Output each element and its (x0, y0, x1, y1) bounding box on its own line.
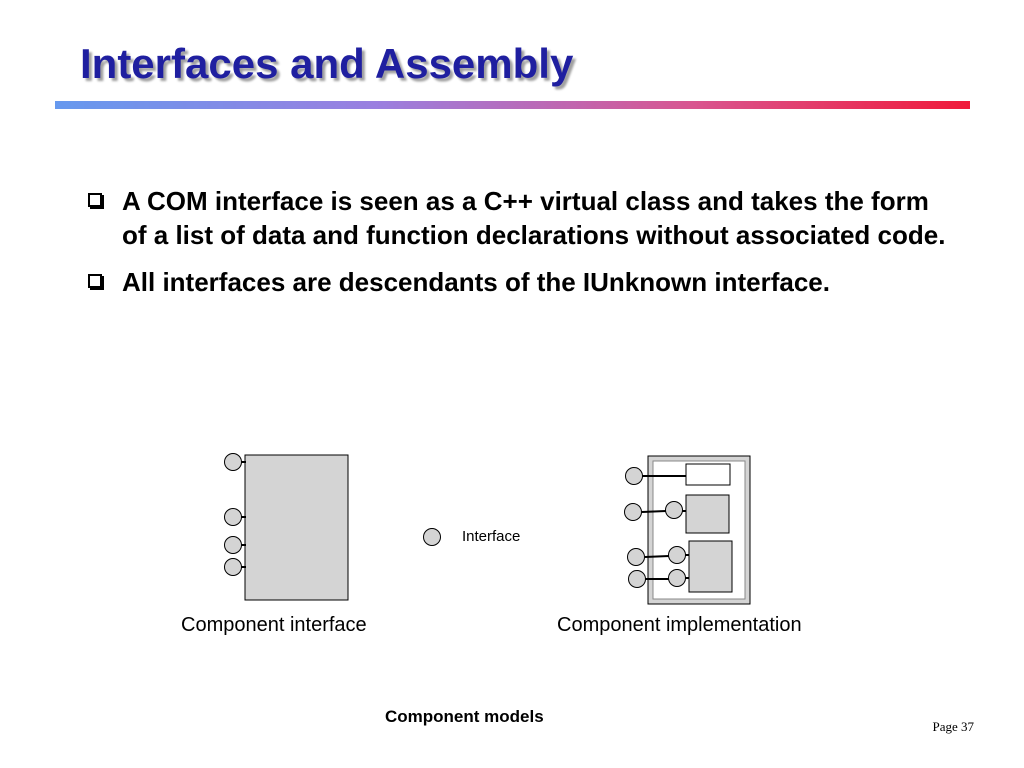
interface-node (624, 503, 642, 521)
sub-component-box (685, 494, 730, 534)
component-interface-diagram (224, 453, 349, 601)
interface-node (665, 501, 683, 519)
data-block (685, 463, 731, 486)
bullet-list: A COM interface is seen as a C++ virtual… (86, 184, 946, 312)
interface-connector (224, 508, 246, 526)
bullet-item: A COM interface is seen as a C++ virtual… (86, 184, 946, 252)
interface-legend-label: Interface (462, 528, 521, 545)
sub-component-box (688, 540, 733, 593)
interface-node (668, 569, 686, 587)
interface-legend-icon (423, 528, 441, 546)
footer-caption: Component models (385, 707, 544, 726)
page-number: Page 37 (932, 719, 974, 734)
component-implementation-diagram (624, 455, 751, 605)
bullet-text: All interfaces are descendants of the IU… (122, 267, 830, 297)
interface-node (625, 467, 643, 485)
interface-node (627, 548, 645, 566)
interface-node (668, 546, 686, 564)
component-implementation-caption: Component implementation (557, 614, 802, 636)
component-interface-caption: Component interface (181, 614, 367, 636)
connector-line (644, 555, 670, 558)
interface-connector (224, 536, 246, 554)
title-divider (55, 101, 970, 109)
connector-line (641, 510, 667, 513)
interface-connector (224, 558, 246, 576)
checkbox-bullet-icon (88, 274, 102, 288)
checkbox-bullet-icon (88, 193, 102, 207)
slide-title: Interfaces and Assembly (80, 40, 574, 87)
component-box (244, 454, 349, 601)
bullet-text: A COM interface is seen as a C++ virtual… (122, 186, 946, 250)
bullet-item: All interfaces are descendants of the IU… (86, 265, 946, 299)
interface-connector (224, 453, 246, 471)
interface-node (628, 570, 646, 588)
